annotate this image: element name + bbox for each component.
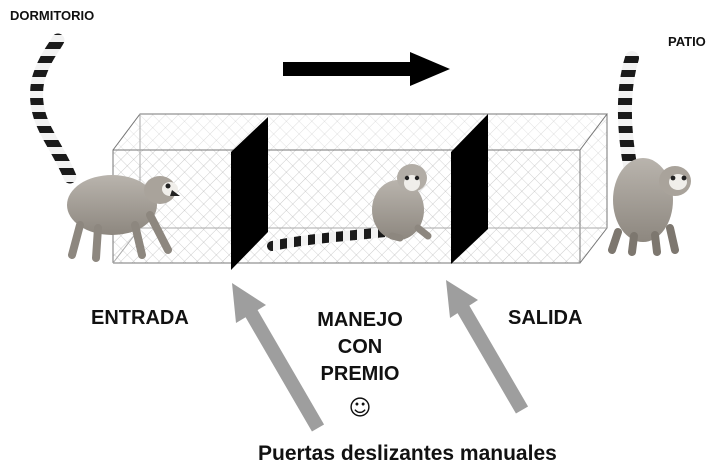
sliding-door-right [451,114,488,264]
lemur-right-image [608,51,691,256]
label-manejo-line: CON [337,336,383,358]
label-manejo-line: MANEJO [317,309,403,331]
label-dormitorio: DORMITORIO [10,8,95,23]
label-manejo-con-premio: MANEJO CON PREMIO [300,307,420,388]
pointer-arrow-left-icon [232,283,325,432]
cage-side-face [580,114,607,263]
label-manejo-line: PREMIO [320,363,400,385]
caption-puertas: Puertas deslizantes manuales [258,442,557,465]
sliding-door-left [231,117,268,270]
cage-front-face [113,150,580,263]
pointer-arrow-right-icon [446,280,529,414]
smiley-icon: ☺ [348,396,372,421]
lemur-middle-image [267,164,432,251]
cage [112,113,608,264]
label-salida: SALIDA [508,307,583,329]
direction-arrow-icon [283,52,450,86]
label-patio: PATIO [668,34,706,49]
label-entrada: ENTRADA [91,307,189,329]
lemur-left-image [30,33,180,262]
cage-top-face [113,114,607,150]
